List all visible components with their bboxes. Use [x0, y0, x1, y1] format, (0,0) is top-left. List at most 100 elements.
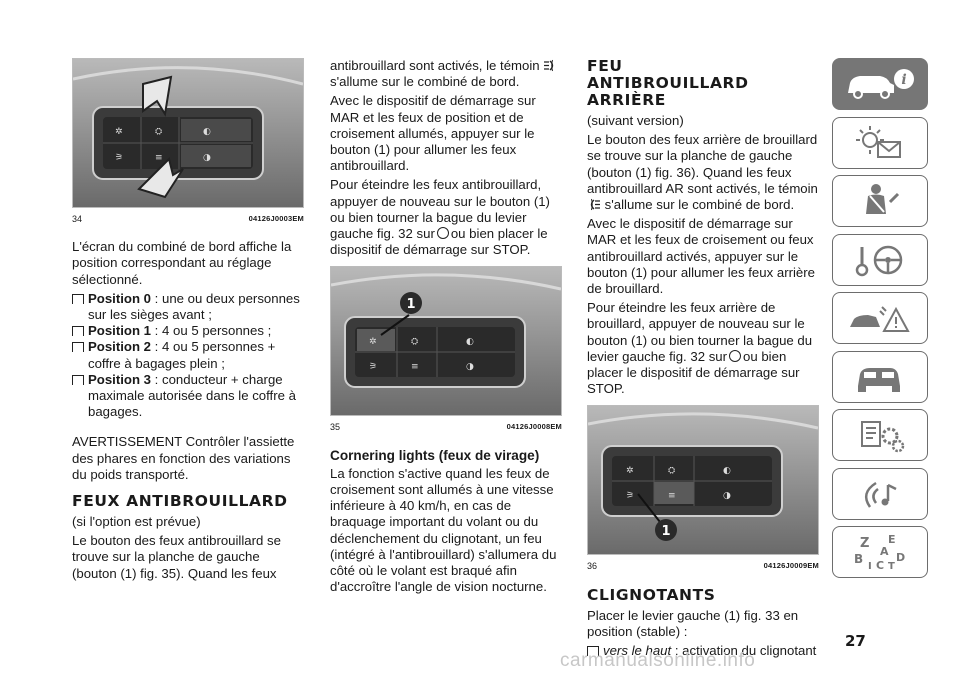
svg-text:◑: ◑ [723, 491, 731, 501]
svg-text:≡: ≡ [411, 362, 419, 372]
svg-text:✲: ✲ [369, 337, 377, 347]
tab-technical-data[interactable] [832, 409, 928, 461]
svg-text:◑: ◑ [203, 153, 211, 163]
column-1: ✲⛭◐ ⚞≡◑ 34 04126J0003EM L'écran du combi… [72, 58, 304, 585]
intro-text: L'écran du combiné de bord affiche la po… [72, 239, 292, 287]
indicators-text: Placer le levier gauche (1) fig. 33 en p… [587, 607, 799, 639]
subheading-cornering-lights: Cornering lights (feux de virage) [330, 447, 540, 463]
index-letter: I [868, 561, 872, 572]
svg-text:⛭: ⛭ [668, 466, 675, 476]
warning-text: AVERTISSEMENT Contrôler l'assiette des p… [72, 434, 295, 482]
chapter-sidebar: i [832, 58, 930, 585]
figure-code: 04126J0008EM [506, 422, 562, 432]
tab-index[interactable]: Z E B A D I C T [832, 526, 928, 578]
svg-text:◐: ◐ [723, 466, 731, 476]
svg-text:◑: ◑ [466, 362, 474, 372]
cornering-text: La fonction s'active quand les feux de c… [330, 465, 557, 595]
bullet-icon [72, 342, 84, 353]
section-heading-rear-fog: FEU ANTIBROUILLARD ARRIÈRE [587, 57, 749, 109]
tab-starting-driving[interactable] [832, 233, 928, 286]
position-text: : 4 ou 5 personnes + coffre à bagages pl… [88, 339, 276, 371]
warning-light-mail-icon [856, 125, 901, 158]
figure-code: 04126J0009EM [763, 561, 819, 571]
tab-multimedia[interactable] [832, 467, 928, 520]
text-fragment: ou bien placer le dispositif de démarrag… [587, 348, 800, 397]
activation-text: Avec le dispositif de démarrage sur MAR … [587, 216, 815, 297]
text-fragment: ou bien placer le dispositif de démarrag… [330, 226, 548, 258]
index-letter: D [896, 551, 905, 564]
tab-emergency[interactable] [832, 292, 928, 344]
seat-belt-person-icon [866, 184, 900, 214]
item-text: : activation du clignotant [671, 643, 817, 659]
svg-text:⚞: ⚞ [369, 362, 377, 372]
column-2: antibrouillard sont activés, le témoin s… [330, 58, 562, 598]
figure-35-switch-panel: ✲⛭◐ ⚞≡◑ 1 [330, 266, 562, 417]
text-fragment: Le bouton des feux arrière de brouillard… [587, 132, 818, 196]
svg-text:≡: ≡ [155, 153, 163, 163]
multimedia-note-icon [864, 481, 897, 508]
index-letter: T [888, 561, 895, 572]
svg-text:◐: ◐ [466, 337, 474, 347]
car-info-icon: i [848, 69, 914, 99]
figure-number: 34 [72, 214, 83, 224]
text-fragment: s'allume sur le combiné de bord. [604, 197, 795, 213]
rear-fog-text: Le bouton des feux arrière de brouillard… [587, 132, 819, 213]
deactivation-text: Pour éteindre les feux arrière de brouil… [587, 300, 819, 397]
svg-text:≡: ≡ [668, 491, 676, 501]
svg-text:◐: ◐ [203, 127, 211, 137]
position-item: Position 1 : 4 ou 5 personnes ; [72, 323, 304, 339]
tab-safety[interactable] [832, 175, 928, 227]
front-fog-light-icon [544, 59, 554, 72]
tab-vehicle-info[interactable]: i [832, 58, 928, 110]
index-letter: Z [860, 536, 869, 551]
bullet-icon [587, 646, 599, 657]
indicator-item: vers le haut : activation du clignotant [587, 643, 819, 659]
position-item: Position 2 : 4 ou 5 personnes + coffre à… [72, 339, 304, 371]
index-letter: E [888, 533, 896, 546]
figure-34-switch-panel: ✲⛭◐ ⚞≡◑ [72, 58, 304, 208]
optional-note: (si l'option est prévue) [72, 514, 201, 530]
text-fragment: antibrouillard sont activés, le témoin [330, 58, 540, 73]
svg-text:✲: ✲ [626, 466, 634, 476]
bullet-icon [72, 326, 84, 337]
svg-text:⚞: ⚞ [626, 491, 634, 501]
position-item: Position 0 : une ou deux personnes sur l… [72, 291, 304, 323]
figure-code: 04126J0003EM [248, 214, 304, 223]
section-heading-fog-lights: FEUX ANTIBROUILLARD [72, 492, 288, 511]
index-letters-icon: Z E B A D I C T [854, 533, 905, 572]
fog-lights-text: Le bouton des feux antibrouillard se tro… [72, 533, 281, 581]
bullet-icon [72, 374, 84, 385]
watermark: carmanualsonline.info [560, 650, 756, 671]
figure-35-caption: 35 04126J0008EM [330, 419, 562, 435]
svg-text:i: i [901, 72, 906, 88]
position-label: Position 0 [88, 290, 152, 306]
key-steering-wheel-icon [855, 245, 903, 276]
index-letter: B [854, 552, 863, 566]
optional-note: (suivant version) [587, 113, 684, 128]
tab-warning-lights[interactable] [832, 116, 928, 169]
index-letter: C [876, 559, 884, 572]
fog-lights-text-cont: antibrouillard sont activés, le témoin s… [330, 58, 562, 90]
svg-text:✲: ✲ [115, 127, 123, 137]
position-text: : une ou deux personnes sur les sièges a… [88, 290, 300, 323]
section-heading-indicators: CLIGNOTANTS [587, 585, 716, 604]
svg-text:⛭: ⛭ [411, 337, 418, 347]
rear-fog-light-icon [590, 198, 600, 211]
deactivation-text: Pour éteindre les feux antibrouillard, a… [330, 177, 562, 258]
off-position-icon [436, 227, 449, 240]
position-label: Position 3 [88, 371, 152, 387]
page-number: 27 [845, 632, 866, 650]
position-label: Position 1 [88, 323, 152, 339]
position-item: Position 3 : conducteur + charge maximal… [72, 372, 304, 421]
position-text: : conducteur + charge maximale autorisée… [88, 371, 296, 420]
position-text: : 4 ou 5 personnes ; [151, 323, 272, 339]
column-3: FEU ANTIBROUILLARD ARRIÈRE (suivant vers… [587, 58, 819, 659]
text-fragment: Pour éteindre les feux arrière de brouil… [587, 300, 813, 364]
bullet-icon [72, 293, 84, 304]
tab-maintenance[interactable] [832, 350, 928, 403]
svg-text:⚞: ⚞ [115, 153, 123, 163]
maintenance-gears-icon [861, 421, 905, 453]
figure-number: 36 [587, 561, 598, 572]
figure-36-switch-panel: ✲⛭◐ ⚞≡◑ 1 [587, 405, 819, 556]
car-crash-warning-icon [850, 306, 910, 332]
